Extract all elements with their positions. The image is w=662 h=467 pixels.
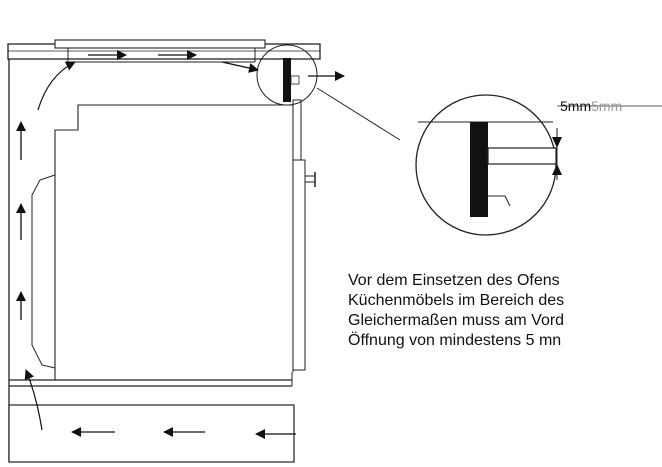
arrow-top-3 <box>221 61 259 73</box>
oven-door <box>292 159 306 371</box>
front-gap-strip <box>283 58 291 102</box>
oven-handle <box>304 175 316 183</box>
oven-body <box>54 104 294 380</box>
arrow-curve-bottom <box>24 369 43 431</box>
zoom-gap-bar <box>487 147 557 165</box>
detail-marker-circle <box>256 44 318 106</box>
dimension-value: 5mm <box>560 98 592 114</box>
instruction-text: Vor dem Einsetzen des Ofens Küchenmöbels… <box>348 271 662 351</box>
instruction-line-1: Vor dem Einsetzen des Ofens <box>348 272 560 289</box>
dimension-label: 5mm5mm <box>560 98 662 114</box>
instruction-line-2: Küchenmöbels im Bereich des <box>348 292 565 309</box>
zoom-panel-strip <box>470 122 488 217</box>
instruction-line-3: Gleichermaßen muss am Vord <box>348 312 565 329</box>
instruction-line-4: Öffnung von mindestens 5 mn <box>348 332 562 349</box>
cooktop-plate <box>54 39 266 49</box>
plinth <box>8 404 295 463</box>
arrow-curve-top <box>37 61 76 111</box>
dimension-value-ghost: 5mm <box>591 98 623 114</box>
